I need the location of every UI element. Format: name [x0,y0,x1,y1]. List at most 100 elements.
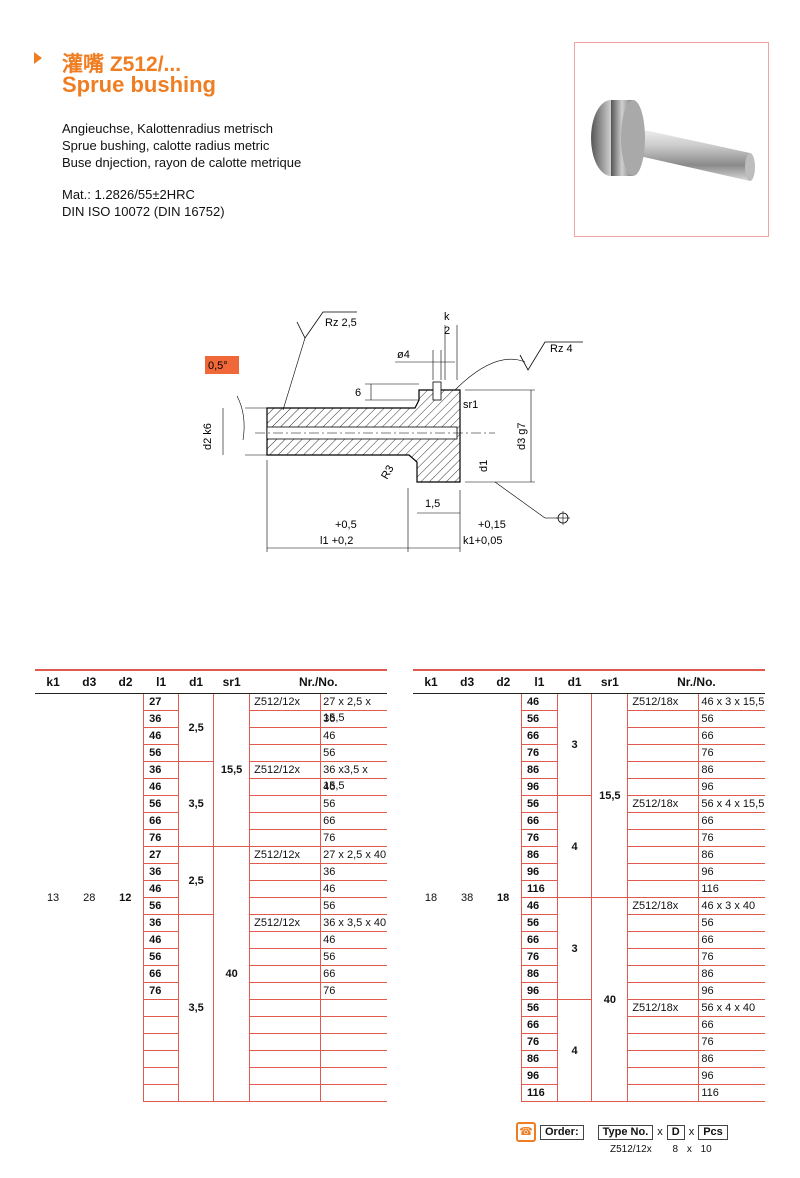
order-number-prefix: Z512/18x [632,1002,679,1014]
order-number-prefix [250,898,320,914]
cell-l1: 46 [143,931,180,949]
cell-d2: 12 [107,693,145,1102]
table-row: 66 66 [413,931,765,949]
order-number-size: 56 x 4 x 40 [698,1000,765,1016]
order-number-prefix [628,1034,698,1050]
cell-nr [249,1016,387,1034]
order-number-prefix [628,1085,698,1101]
label-rz4: Rz 4 [550,343,573,355]
cell-nr: 76 [627,948,765,966]
order-number-size: 56 [320,898,387,914]
bullet-triangle-icon [34,52,42,64]
cell-l1: 36 [143,863,180,881]
label-tol1: +0,5 [335,519,357,531]
order-number-size: 66 [698,813,765,829]
order-number-prefix [250,949,320,965]
order-number-prefix [250,779,320,795]
cell-nr: 66 [627,1016,765,1034]
cell-l1: 56 [520,710,558,728]
order-number-size: 36 x 3,5 x 40 [320,915,387,931]
order-example-pcs: 10 [700,1144,712,1155]
cell-l1 [143,1067,180,1085]
cell-l1: 66 [520,727,558,745]
cell-l1: 56 [520,999,558,1017]
cell-l1: 76 [520,1033,558,1051]
order-number-prefix [250,1051,320,1067]
table-row: 66 66 [413,812,765,830]
cell-nr [249,1033,387,1051]
order-label: Order: [540,1124,584,1140]
order-number-prefix: Z512/18x [632,900,679,912]
order-number-size: 116 [698,881,765,897]
order-example-type: Z512/12x [610,1144,652,1155]
material-info: Mat.: 1.2826/55±2HRC DIN ISO 10072 (DIN … [62,186,225,220]
order-number-size: 27 x 2,5 x 15,5 [320,694,387,724]
label-six: 6 [355,387,361,399]
cell-l1: 46 [520,693,558,711]
table-row [35,1050,387,1068]
cell-nr: 36 [249,710,387,728]
cell-sr1: 40 [591,897,629,1102]
cell-k1: 18 [424,891,438,904]
description: Angieuchse, Kalottenradius metrisch Spru… [62,120,301,171]
cell-l1: 46 [143,880,180,898]
order-number-size: 86 [698,966,765,982]
cell-nr: 46 [249,931,387,949]
order-number-prefix [628,728,698,744]
cell-l1: 46 [143,727,180,745]
cell-nr: 56 [249,744,387,762]
cell-d1: 3,5 [178,761,215,847]
label-r3: R3 [379,463,396,481]
order-number-prefix [628,762,698,778]
column-header: d2 [107,669,144,694]
order-number-size [320,1051,387,1067]
cell-nr: 86 [627,846,765,864]
cell-nr: 66 [627,931,765,949]
order-number-size: 46 x 3 x 40 [698,898,765,914]
order-number-size: 66 [698,932,765,948]
order-number-size: 76 [320,983,387,999]
cell-nr: 46 [249,778,387,796]
cell-d3: 28 [83,891,96,904]
column-header: Nr./No. [627,669,765,694]
cell-l1: 66 [143,965,180,983]
cell-l1: 66 [520,812,558,830]
order-number-size: 56 [320,745,387,761]
order-number-size: 36 [320,864,387,880]
cell-l1: 66 [520,931,558,949]
order-number-prefix [628,1051,698,1067]
table-row: 46 46 [35,727,387,745]
cell-l1: 56 [520,795,558,813]
order-number-prefix [250,830,320,846]
order-number-prefix [628,966,698,982]
order-number-size: 76 [698,745,765,761]
table-row [35,1067,387,1085]
order-number-prefix [628,983,698,999]
cell-d1: 4 [557,795,593,898]
order-number-prefix [628,847,698,863]
cell-l1 [143,1033,180,1051]
order-number-size [320,1085,387,1101]
order-number-prefix [628,779,698,795]
order-number-size: 46 x 3 x 15,5 [698,694,765,710]
cell-nr: 116 [627,1084,765,1102]
order-number-prefix [250,932,320,948]
order-number-size: 46 [320,728,387,744]
cell-k1: 13 [46,891,60,904]
order-number-prefix [628,864,698,880]
order-info: ☎ Order: Type No. x D x Pcs Z512/12x 8 x… [516,1122,728,1155]
